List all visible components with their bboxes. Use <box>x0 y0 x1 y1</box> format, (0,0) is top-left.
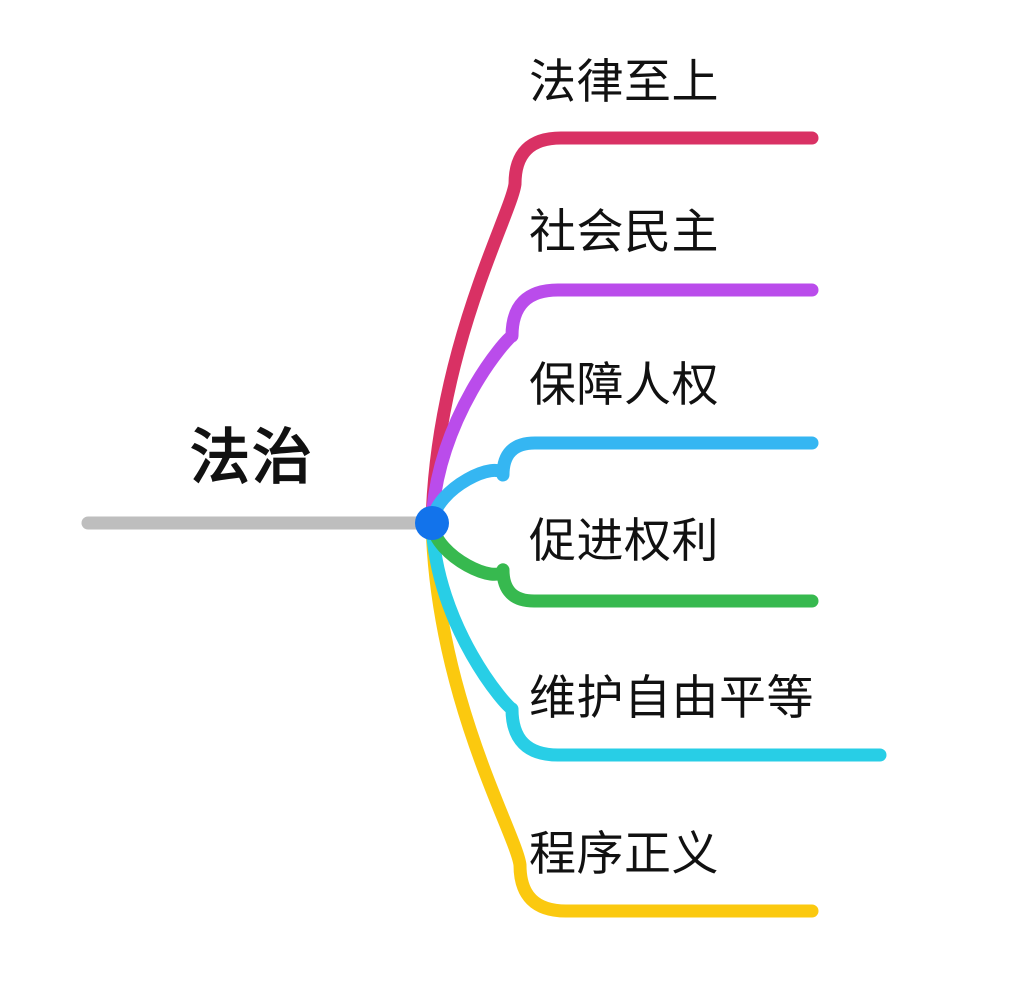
branch-label-6[interactable]: 程序正义 <box>529 827 719 882</box>
branch-connector-6[interactable] <box>425 516 819 918</box>
root-hub-node[interactable] <box>415 506 449 540</box>
branch-connector-1[interactable] <box>425 131 819 530</box>
branch-connector-2[interactable] <box>425 283 819 530</box>
branch-connector-4[interactable] <box>425 516 819 608</box>
branch-label-4[interactable]: 促进权利 <box>529 514 719 569</box>
root-node-label: 法治 <box>190 423 314 493</box>
branch-label-3[interactable]: 保障人权 <box>529 358 719 413</box>
branch-connector-3[interactable] <box>425 436 819 530</box>
branch-label-1[interactable]: 法律至上 <box>529 55 719 110</box>
branch-label-5[interactable]: 维护自由平等 <box>529 671 814 726</box>
branch-label-2[interactable]: 社会民主 <box>529 205 719 260</box>
branch-connector-5[interactable] <box>425 516 887 762</box>
branch-connectors <box>425 131 887 918</box>
